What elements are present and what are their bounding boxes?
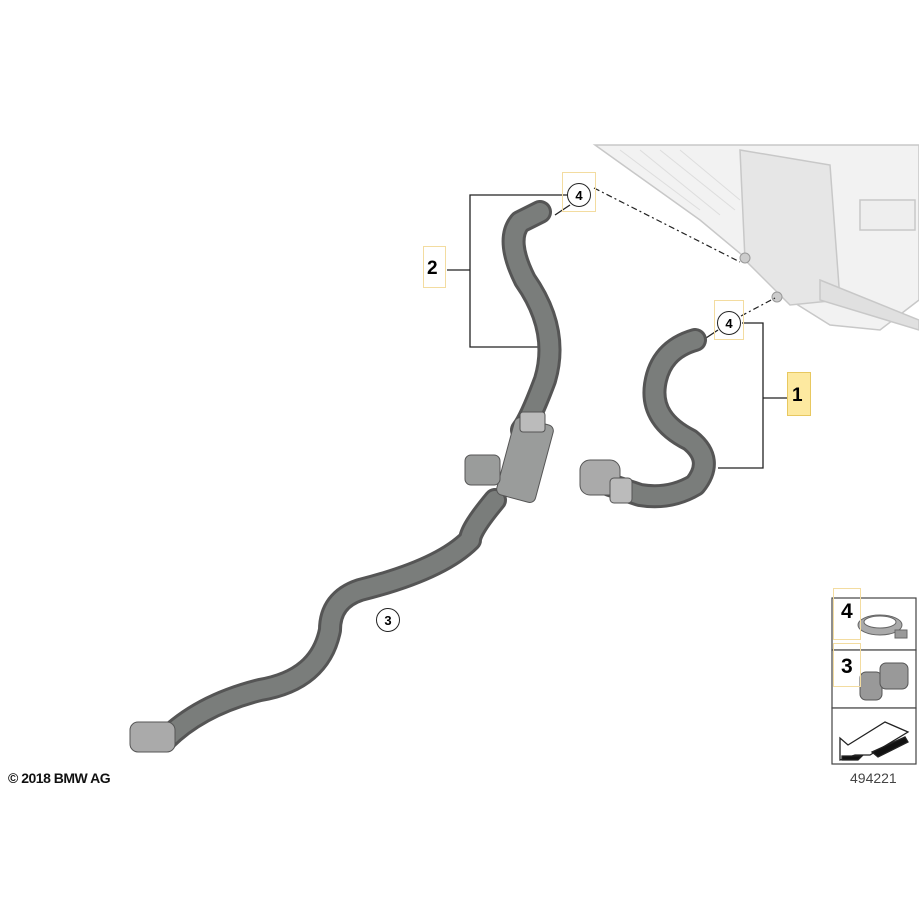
quick-connector-3 <box>129 721 176 753</box>
callout-4-lower[interactable]: 4 <box>717 311 741 335</box>
label-2-highlight <box>423 246 446 288</box>
legend-number-3: 3 <box>841 655 853 678</box>
callout-4b-highlight <box>714 300 744 340</box>
legend-3-highlight <box>833 643 861 687</box>
callout-4-upper[interactable]: 4 <box>567 183 591 207</box>
t-connector <box>464 411 554 503</box>
heater-unit <box>592 144 919 331</box>
part-label-2[interactable]: 2 <box>427 258 438 279</box>
hose-clamp-icon <box>857 614 908 639</box>
diagram-number: 494221 <box>850 770 897 786</box>
part-label-1[interactable]: 1 <box>792 385 803 406</box>
dual-clip-icon <box>859 662 909 701</box>
callout-3[interactable]: 3 <box>376 608 400 632</box>
legend-number-4: 4 <box>841 600 853 623</box>
quick-connector-1 <box>579 459 633 504</box>
callout-4a-highlight <box>562 172 596 212</box>
copyright: © 2018 BMW AG <box>8 770 111 786</box>
legend-4-highlight <box>833 588 861 640</box>
label-1-highlight <box>787 372 811 416</box>
arrow-direction-icon <box>839 721 910 761</box>
